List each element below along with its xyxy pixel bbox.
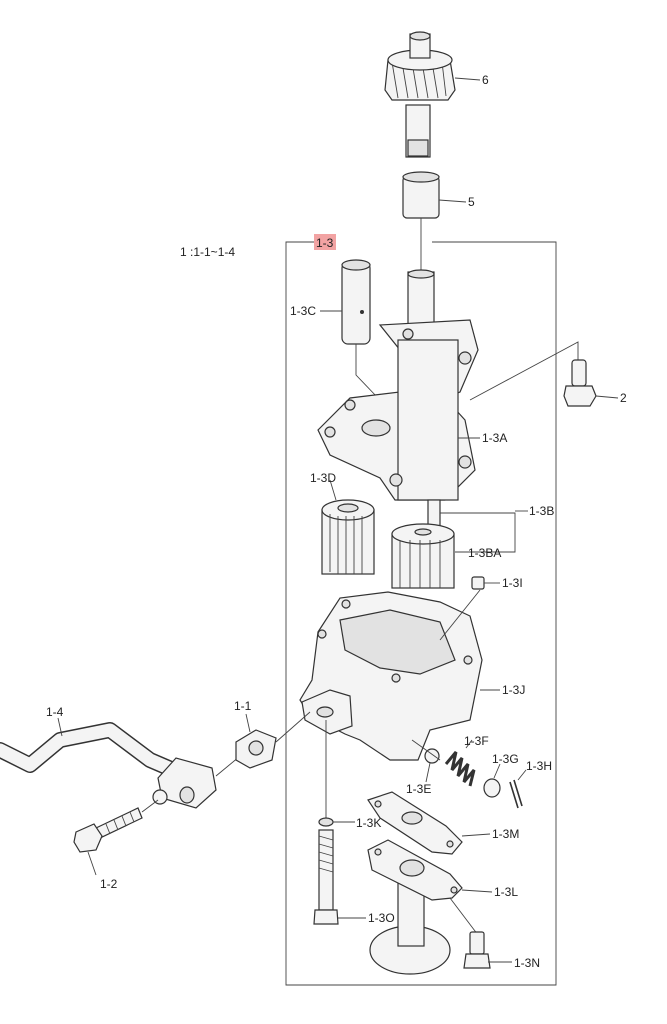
part-1-3O-bolt[interactable] (313, 829, 339, 925)
label-1-3J[interactable]: 1-3J (502, 683, 525, 697)
label-6[interactable]: 6 (482, 73, 489, 87)
label-1-3E[interactable]: 1-3E (406, 782, 431, 796)
part-1-3N-bolt[interactable] (463, 931, 491, 969)
label-1-3O[interactable]: 1-3O (368, 911, 395, 925)
label-1-3BA[interactable]: 1-3BA (468, 546, 501, 560)
header-range-note: 1 :1-1~1-4 (180, 245, 235, 259)
label-1-3M[interactable]: 1-3M (492, 827, 519, 841)
label-1-3C[interactable]: 1-3C (290, 304, 316, 318)
part-1-3J-pump-housing[interactable] (299, 591, 483, 761)
part-1-3B-shaft-assy[interactable] (391, 499, 455, 589)
part-1-3M-gasket[interactable] (367, 791, 463, 855)
label-1-3L[interactable]: 1-3L (494, 885, 518, 899)
label-1-3I[interactable]: 1-3I (502, 576, 523, 590)
part-1-4-oil-pipe[interactable] (0, 722, 217, 809)
part-1-3L-strainer[interactable] (367, 839, 463, 975)
label-1-1[interactable]: 1-1 (234, 699, 252, 713)
part-1-3K-washer[interactable] (318, 817, 334, 827)
part-6-drive-gear[interactable] (384, 31, 456, 158)
part-2-bolt[interactable] (563, 359, 597, 407)
part-1-2-bolt[interactable] (73, 807, 143, 853)
label-1-2[interactable]: 1-2 (100, 877, 118, 891)
part-1-3A-pump-cover[interactable] (317, 269, 479, 501)
label-1-3A[interactable]: 1-3A (482, 431, 507, 445)
part-1-3E-ball[interactable] (424, 748, 440, 764)
label-1-3H[interactable]: 1-3H (526, 759, 552, 773)
part-1-3G-plug[interactable] (483, 778, 501, 798)
part-1-3C-pin[interactable] (341, 259, 371, 345)
label-2[interactable]: 2 (620, 391, 627, 405)
label-1-3D[interactable]: 1-3D (310, 471, 336, 485)
label-1-3N[interactable]: 1-3N (514, 956, 540, 970)
part-1-3I-dowel[interactable] (471, 576, 485, 590)
label-1-3G[interactable]: 1-3G (492, 752, 519, 766)
label-1-3[interactable]: 1-3 (316, 236, 334, 250)
label-5[interactable]: 5 (468, 195, 475, 209)
assembly-label-highlight (314, 234, 336, 250)
part-1-3H-cotter-pin[interactable] (509, 779, 523, 809)
label-1-4[interactable]: 1-4 (46, 705, 64, 719)
label-1-3K[interactable]: 1-3K (356, 816, 381, 830)
part-1-3D-gear[interactable] (321, 499, 375, 575)
part-1-3F-spring[interactable] (444, 751, 476, 787)
assembly-frame (285, 241, 557, 986)
label-1-3F[interactable]: 1-3F (464, 734, 489, 748)
part-1-1-gasket[interactable] (235, 729, 277, 769)
label-1-3B[interactable]: 1-3B (529, 504, 554, 518)
part-5-bushing[interactable] (402, 171, 440, 219)
